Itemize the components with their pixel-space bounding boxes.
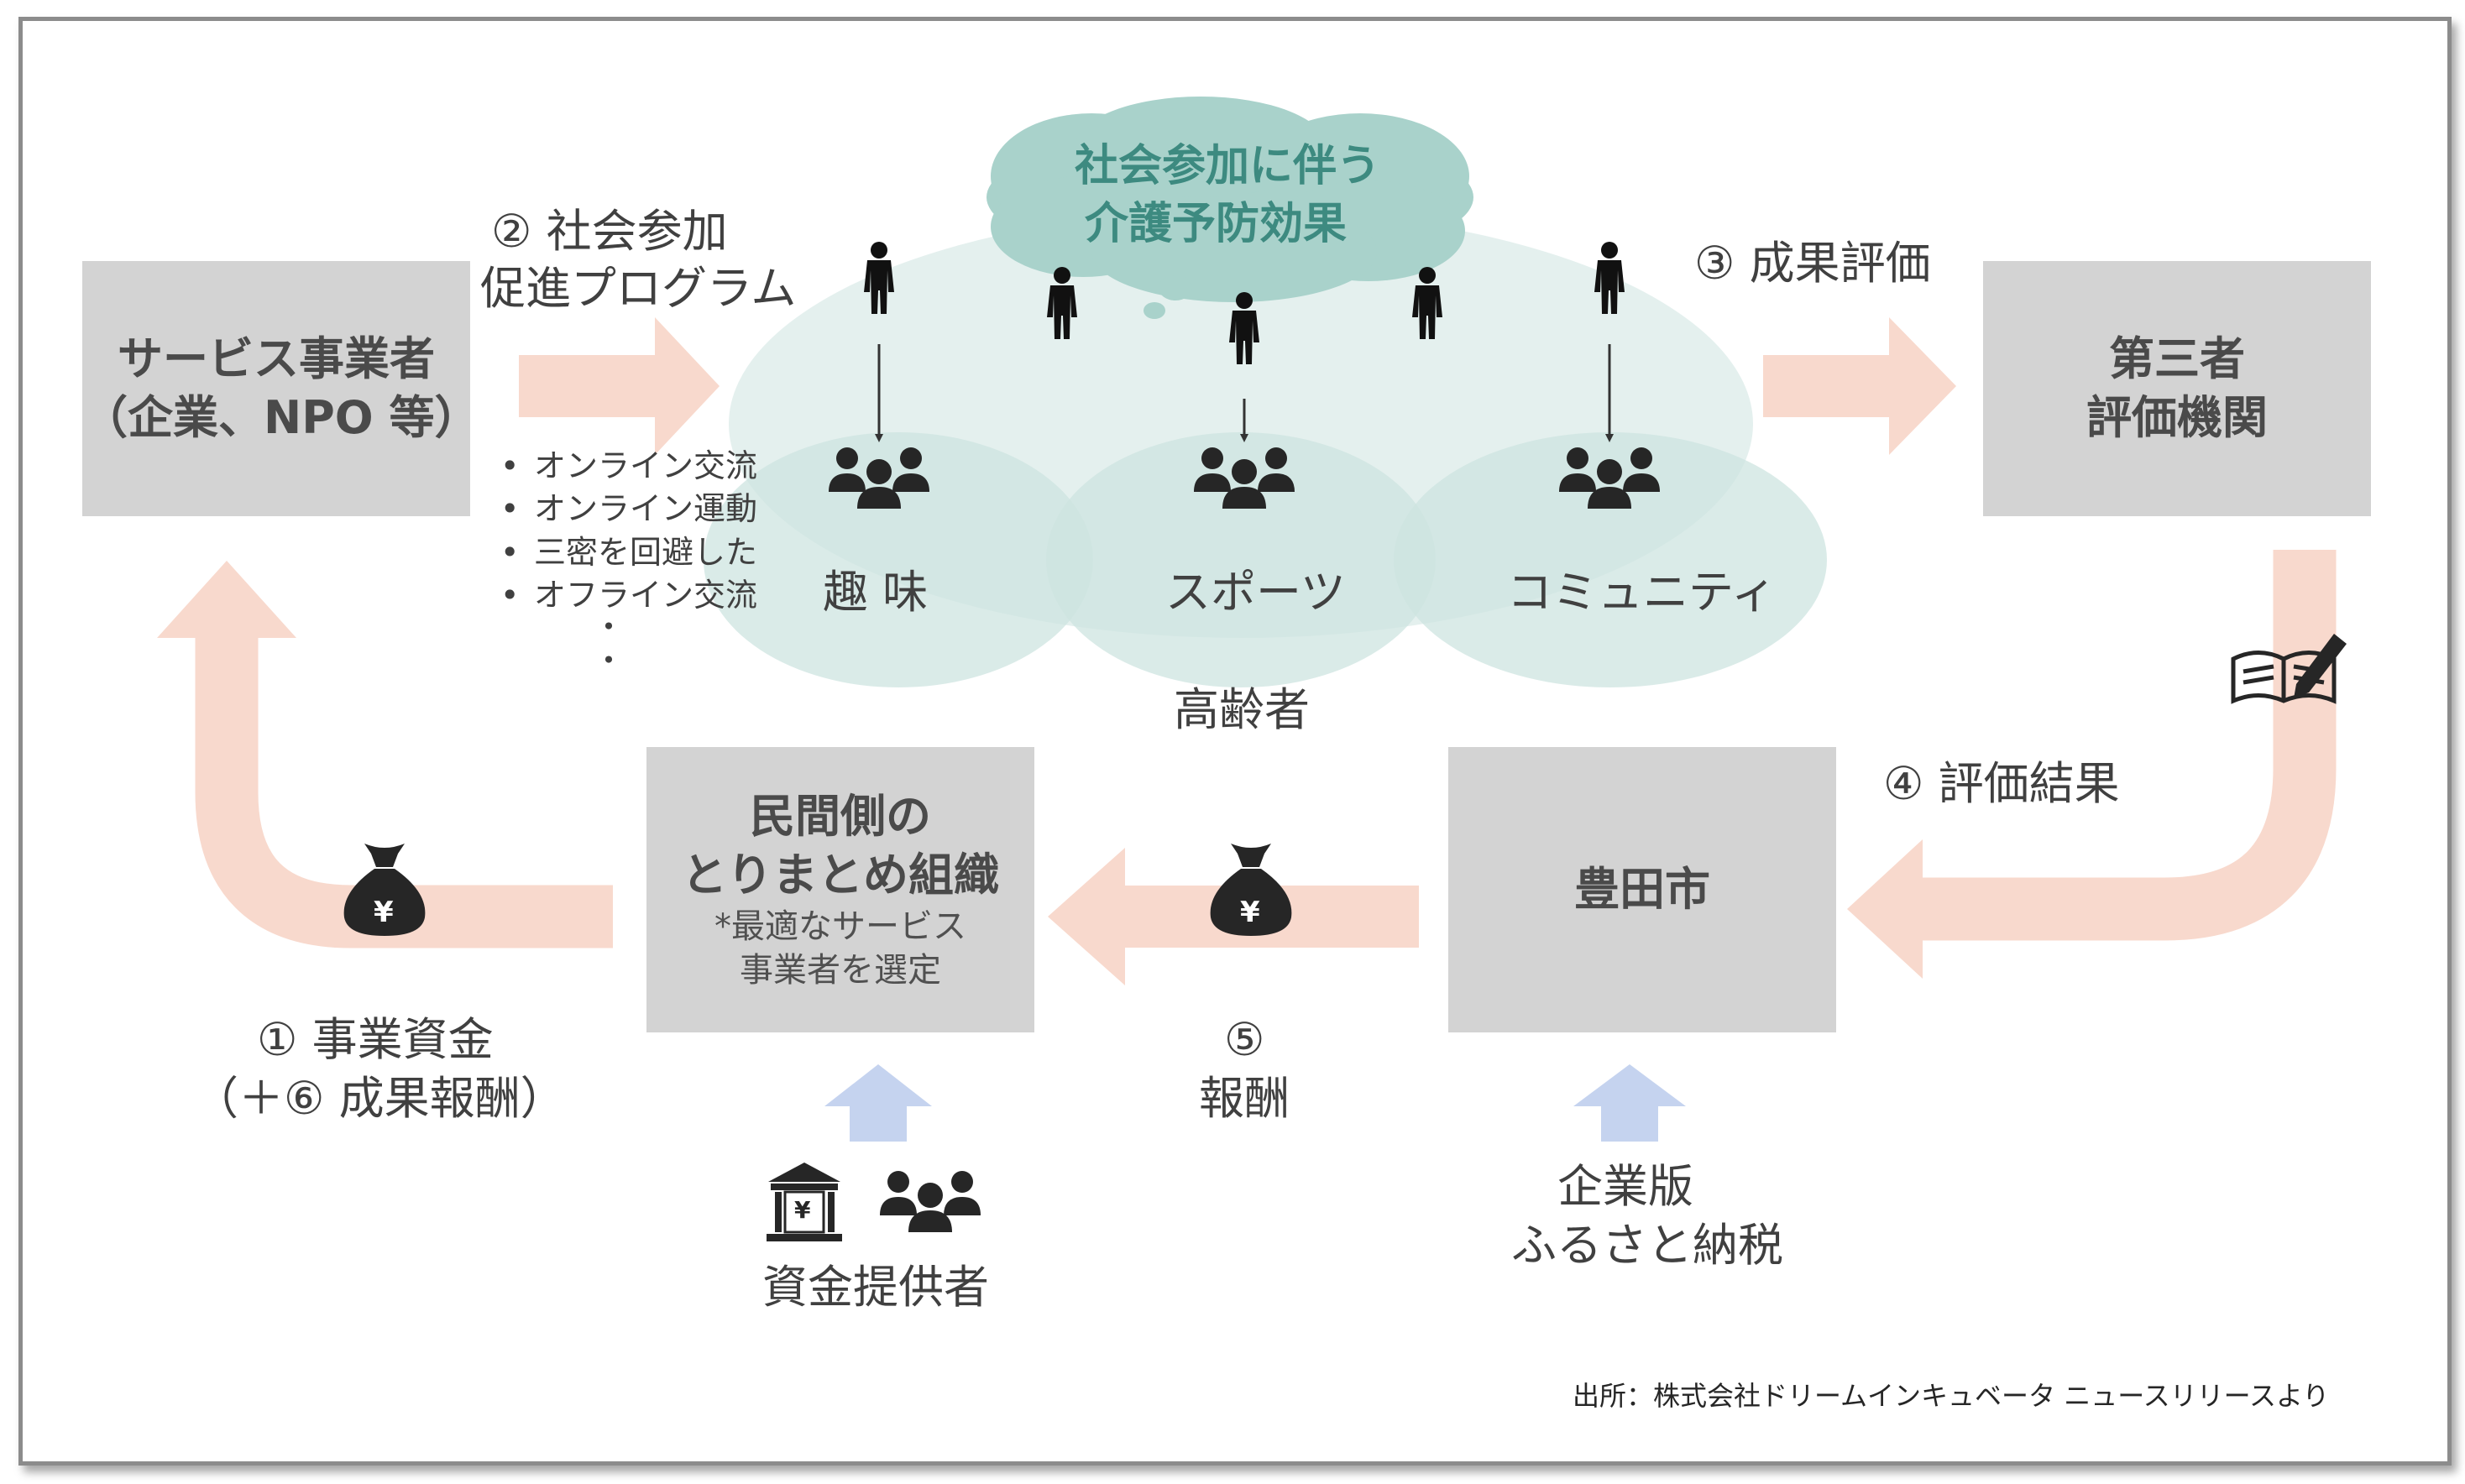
- community-label: コミュニティ: [1507, 566, 1777, 619]
- city-label: 豊田市: [1574, 862, 1710, 916]
- yen-symbol: ¥: [374, 896, 394, 929]
- arrow-furusato: [1573, 1064, 1686, 1142]
- service-provider-box: サービス事業者 （企業、NPO 等）: [82, 261, 480, 516]
- arrow-eval-result: [1923, 550, 2337, 941]
- intermediary-box: 民間側の とりまとめ組織 *最適なサービス 事業者を選定: [646, 747, 1034, 1032]
- funders-label: 資金提供者: [762, 1261, 989, 1314]
- hobby-label: 趣 味: [823, 566, 929, 619]
- intermediary-note2: 事業者を選定: [740, 951, 941, 990]
- program-item-text: オフライン交流: [534, 576, 758, 614]
- evaluation-label: ③ 成果評価: [1694, 237, 1931, 290]
- third-party-line2: 評価機関: [2086, 391, 2268, 444]
- book-edit-icon: [2231, 634, 2347, 704]
- cloud-line1: 社会参加に伴う: [1075, 141, 1381, 191]
- third-party-line1: 第三者: [2109, 332, 2245, 385]
- intermediary-line2: とりまとめ組織: [682, 849, 999, 901]
- toyota-city-box: 豊田市: [1448, 747, 1836, 1032]
- yen-symbol: ¥: [1240, 896, 1260, 929]
- source-note: 出所：株式会社ドリームインキュベータ ニュースリリースより: [1573, 1380, 2330, 1412]
- program-activity-list: オンライン交流 オンライン運動 三密を回避した オフライン交流: [494, 445, 757, 617]
- funding-label-line2: （＋⑥ 成果報酬）: [193, 1072, 566, 1125]
- third-party-box: 第三者 評価機関: [1983, 261, 2371, 516]
- eval-result-label: ④ 評価結果: [1883, 757, 2120, 810]
- ellipsis-dot: ・: [593, 609, 625, 645]
- provider-line2: （企業、NPO 等）: [82, 391, 480, 444]
- program-item: オンライン運動: [494, 488, 757, 531]
- program-label-line1: ② 社会参加: [491, 205, 728, 258]
- program-item-cont: オフライン交流: [494, 574, 758, 618]
- cloud-line2: 介護予防効果: [1085, 199, 1348, 249]
- intermediary-line1: 民間側の: [750, 789, 931, 843]
- bank-icon: [767, 1163, 842, 1241]
- program-item: オンライン交流: [494, 445, 757, 489]
- arrow-funding: [195, 638, 613, 948]
- circle-hobby: [704, 432, 1093, 687]
- effect-cloud: [987, 97, 1473, 319]
- funding-label-line1: ① 事業資金: [257, 1013, 494, 1066]
- circle-community: [1394, 432, 1827, 687]
- arrow-evaluation: [1763, 317, 1956, 455]
- group-icon-funders: [880, 1171, 981, 1232]
- elderly-label: 高齢者: [1174, 683, 1310, 736]
- reward-label-line2: 報酬: [1199, 1072, 1290, 1125]
- intermediary-note1: *最適なサービス: [714, 907, 966, 947]
- provider-line1: サービス事業者: [118, 332, 435, 385]
- furusato-line1: 企業版: [1557, 1160, 1693, 1213]
- program-label-line2: 促進プログラム: [480, 262, 797, 315]
- arrow-funders: [824, 1064, 932, 1142]
- arrow-eval-result-head: [1847, 839, 1923, 979]
- circle-sports: [1046, 432, 1436, 687]
- sports-label: スポーツ: [1165, 566, 1346, 619]
- arrow-funding-head: [157, 561, 296, 638]
- furusato-line2: ふるさと納税: [1511, 1219, 1783, 1272]
- arrow-program: [519, 317, 720, 455]
- bank-yen-symbol: ¥: [794, 1196, 811, 1224]
- reward-label-line1: ⑤: [1224, 1013, 1265, 1066]
- ellipsis-dot: ・: [593, 642, 625, 679]
- program-item: 三密を回避した: [494, 531, 757, 575]
